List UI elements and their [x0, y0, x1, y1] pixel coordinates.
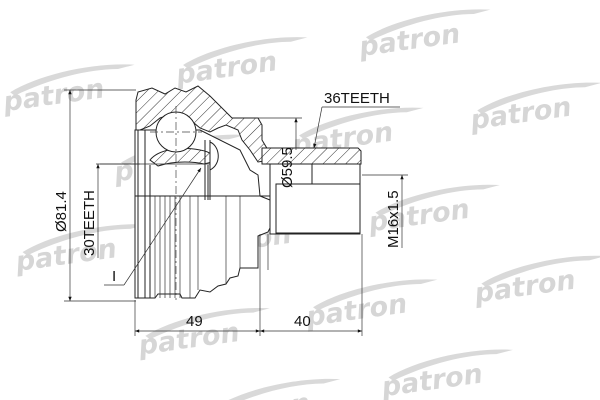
- ring-marker-leader: I: [104, 167, 202, 286]
- shaft-diameter-label: Ø59.5: [279, 147, 296, 188]
- joint-shaft: [261, 147, 362, 270]
- joint-body: [100, 85, 297, 300]
- dim-shaft-diameter: Ø59.5: [258, 117, 302, 188]
- outer-diameter-label: Ø81.4: [53, 191, 70, 232]
- dim-outer-diameter: Ø81.4: [53, 89, 136, 302]
- shaft-length-label: 40: [294, 313, 311, 330]
- thread-label: M16x1.5: [385, 190, 402, 248]
- inner-teeth-label: 30TEETH: [81, 190, 98, 256]
- ring-marker-label: I: [112, 268, 116, 285]
- dim-inner-teeth: 30TEETH: [81, 163, 140, 258]
- body-length-label: 49: [186, 313, 203, 330]
- shaft-teeth-label: 36TEETH: [324, 90, 390, 107]
- dim-thread: M16x1.5: [362, 174, 408, 248]
- dim-shaft-teeth: 36TEETH: [313, 90, 400, 149]
- dim-lengths: 49 40: [134, 234, 363, 336]
